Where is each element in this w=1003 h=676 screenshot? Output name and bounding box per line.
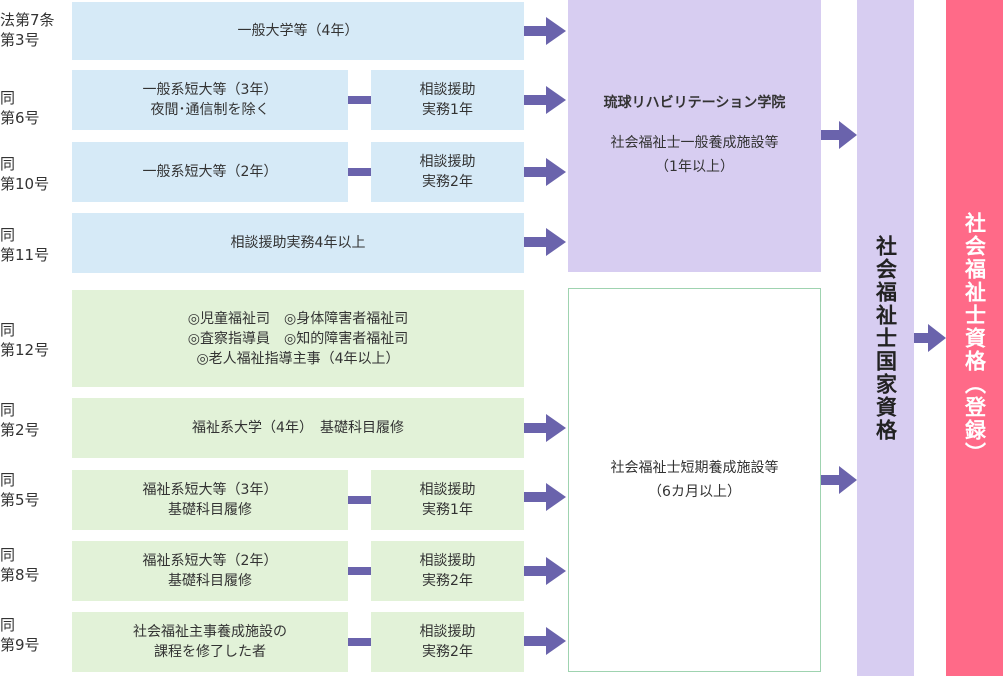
route-box-6: 福祉系大学（4年） 基礎科目履修	[72, 398, 524, 458]
row-label-8: 同 第8号	[0, 546, 40, 584]
arrow-icon	[524, 158, 566, 186]
arrow-icon	[524, 17, 566, 45]
arrow-icon	[524, 557, 566, 585]
arrow-icon	[524, 228, 566, 256]
connector-2	[348, 96, 371, 104]
school-box: 琉球リハビリテーション学院 社会福祉士一般養成施設等 （1年以上）	[568, 0, 821, 272]
practice-box-7: 相談援助 実務1年	[371, 470, 524, 530]
school-desc: 社会福祉士一般養成施設等 （1年以上）	[610, 135, 779, 175]
arrow-icon	[524, 414, 566, 442]
row-label-4: 同 第11号	[0, 226, 50, 264]
connector-3	[348, 168, 371, 176]
arrow-icon	[821, 121, 857, 149]
practice-box-3: 相談援助 実務2年	[371, 142, 524, 202]
registration-box: 社会福祉士資格（登録）	[946, 0, 1003, 676]
row-label-6: 同 第2号	[0, 401, 40, 439]
practice-box-9: 相談援助 実務2年	[371, 612, 524, 672]
connector-7	[348, 496, 371, 504]
route-box-1: 一般大学等（4年）	[72, 2, 524, 60]
short-course-box: 社会福祉士短期養成施設等 （6カ月以上）	[568, 288, 821, 672]
route-box-7: 福祉系短大等（3年） 基礎科目履修	[72, 470, 348, 530]
practice-box-8: 相談援助 実務2年	[371, 541, 524, 601]
route-box-8: 福祉系短大等（2年） 基礎科目履修	[72, 541, 348, 601]
row-label-1: 法第7条 第3号	[0, 11, 55, 49]
practice-box-2: 相談援助 実務1年	[371, 70, 524, 130]
arrow-icon	[524, 483, 566, 511]
route-box-5: ◎児童福祉司 ◎身体障害者福祉司 ◎査察指導員 ◎知的障害者福祉司 ◎老人福祉指…	[72, 290, 524, 387]
row-label-3: 同 第10号	[0, 155, 50, 193]
arrow-icon	[524, 86, 566, 114]
arrow-icon	[821, 466, 857, 494]
connector-9	[348, 638, 371, 646]
route-box-2: 一般系短大等（3年） 夜間･通信制を除く	[72, 70, 348, 130]
row-label-7: 同 第5号	[0, 471, 40, 509]
school-title: 琉球リハビリテーション学院	[603, 95, 786, 111]
national-exam-box: 社会福祉士国家資格	[857, 0, 914, 676]
route-box-4: 相談援助実務4年以上	[72, 213, 524, 273]
row-label-5: 同 第12号	[0, 321, 50, 359]
connector-8	[348, 567, 371, 575]
arrow-icon	[914, 324, 946, 352]
row-label-9: 同 第9号	[0, 616, 40, 654]
row-label-2: 同 第6号	[0, 89, 40, 127]
route-box-3: 一般系短大等（2年）	[72, 142, 348, 202]
arrow-icon	[524, 627, 566, 655]
route-box-9: 社会福祉主事養成施設の 課程を修了した者	[72, 612, 348, 672]
